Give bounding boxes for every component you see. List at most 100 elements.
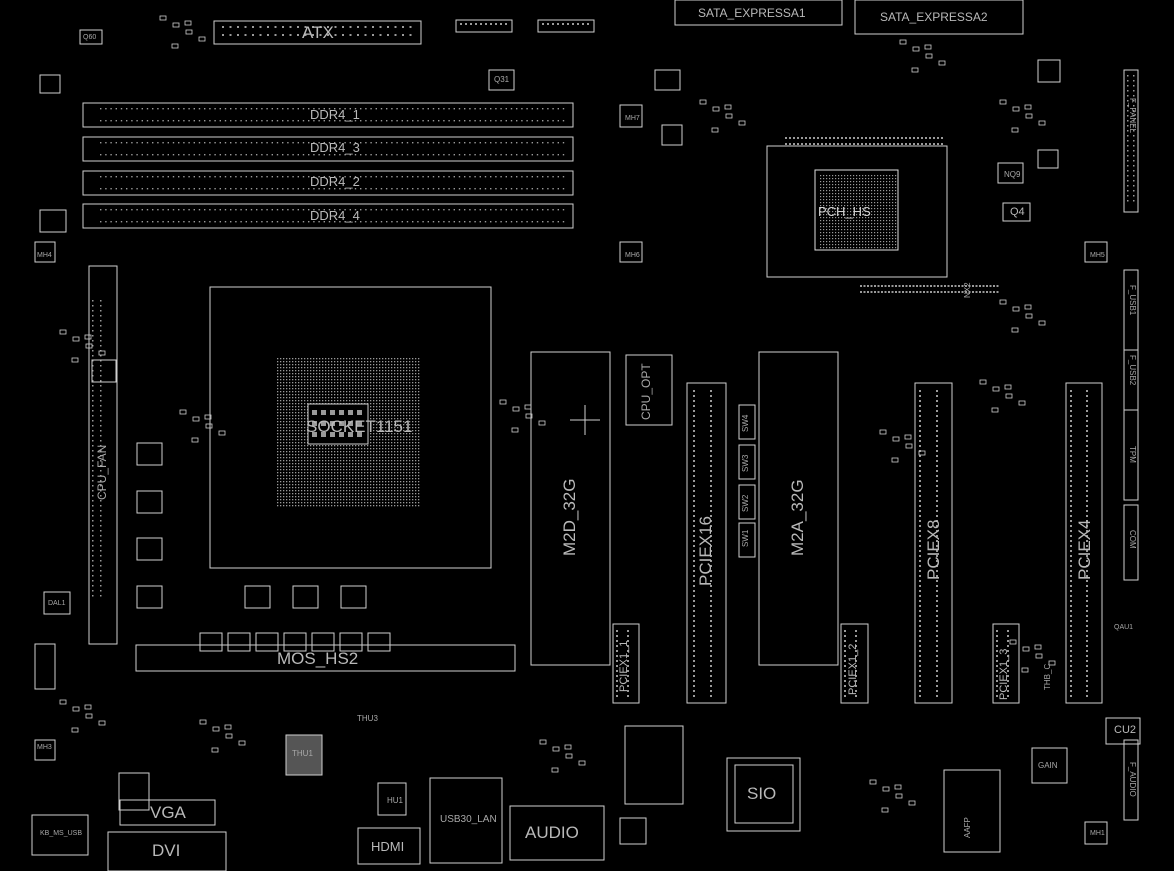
cu2-outline — [1105, 717, 1141, 745]
hu1-label: HU1 — [387, 796, 404, 805]
mos-fet-3 — [283, 632, 307, 652]
tpm-label: TPM — [1128, 446, 1137, 463]
mos-fet-2 — [255, 632, 279, 652]
mos-fet-0 — [199, 632, 223, 652]
passive-12-2 — [895, 793, 903, 799]
passive-4-0 — [59, 329, 67, 335]
aafp-outline — [943, 769, 1001, 853]
mh6-outline — [619, 241, 643, 263]
passive-8-2 — [1025, 313, 1033, 319]
passive-13-3 — [1048, 660, 1056, 666]
passive-6-5 — [524, 404, 532, 410]
pciex8-pins — [919, 390, 938, 697]
pciex16-pins — [693, 390, 712, 697]
passive-9-2 — [85, 713, 93, 719]
passive-1-2 — [725, 113, 733, 119]
pch-label: PCH_HS — [818, 204, 871, 219]
nq9-label: NQ9 — [1004, 170, 1021, 179]
kb-ms-usb-outline — [31, 814, 89, 856]
com-label: COM — [1128, 530, 1137, 549]
passive-10-3 — [238, 740, 246, 746]
cpu-socket-label: SOCKET1151 — [306, 417, 413, 436]
mh7-outline — [619, 104, 643, 128]
mh3-outline — [34, 739, 56, 761]
passive-7-1 — [892, 436, 900, 442]
ddr-slot-pins-3 — [100, 176, 565, 190]
q31-label: Q31 — [494, 75, 510, 84]
pciex8-slot-outline — [914, 382, 953, 704]
passive-3-4 — [1011, 127, 1019, 133]
pch-chip — [814, 169, 899, 251]
passive-0-1 — [172, 22, 180, 28]
vrm-choke-b-2 — [340, 585, 367, 609]
passive-3-2 — [1025, 113, 1033, 119]
passive-5-0 — [179, 409, 187, 415]
mh1-label: MH1 — [1090, 830, 1105, 837]
mos-fet-6 — [367, 632, 391, 652]
com-header — [1123, 504, 1139, 581]
cpu-opt-outline — [625, 354, 673, 426]
mh7-label: MH7 — [625, 115, 640, 122]
mos-heatsink-label: MOS_HS2 — [277, 649, 359, 668]
nq9-outline — [997, 162, 1024, 184]
f-audio-label: F_AUDIO — [1128, 762, 1137, 797]
sata-expressa2-label: SATA_EXPRESSA2 — [880, 10, 988, 24]
passive-2-1 — [912, 46, 920, 52]
diamond-chip — [619, 817, 647, 845]
kb-ms-usb-label: KB_MS_USB — [40, 830, 83, 837]
switch-1 — [738, 404, 756, 440]
tpm-header — [1123, 409, 1139, 501]
passive-12-3 — [908, 800, 916, 806]
mh6-label: MH6 — [625, 252, 640, 259]
passive-10-2 — [225, 733, 233, 739]
mh4-outline — [34, 241, 56, 263]
f-panel-pins — [1127, 75, 1135, 202]
passive-7-3 — [918, 450, 926, 456]
pciex16-slot-outline — [686, 382, 727, 704]
usb-lan-outline — [429, 777, 503, 864]
passive-0-2 — [185, 29, 193, 35]
f-usb1-label: F_USB1 — [1128, 285, 1137, 316]
pch-bottom-passives — [860, 285, 999, 293]
left-rear-box — [118, 772, 150, 811]
top-header-2-pins — [542, 23, 589, 25]
passive-12-4 — [881, 807, 889, 813]
sio-outline — [726, 757, 801, 832]
vrm-choke-3 — [136, 585, 163, 609]
sio-label: SIO — [747, 784, 777, 803]
hdmi-label: HDMI — [371, 839, 405, 854]
ddr4-4-label: DDR4_4 — [310, 208, 360, 223]
vrm-choke-b-0 — [244, 585, 271, 609]
passive-7-2 — [905, 443, 913, 449]
left-box-3 — [91, 359, 117, 383]
left-box-2 — [39, 209, 67, 233]
passive-0-3 — [198, 36, 206, 42]
passive-6-0 — [499, 399, 507, 405]
mh5-label: MH5 — [1090, 252, 1105, 259]
q4-label: Q4 — [1010, 206, 1025, 218]
pciex8-label: PCIEX8 — [924, 519, 943, 580]
hdmi-outline — [357, 827, 421, 865]
thu1-label: THU1 — [292, 749, 313, 758]
switch-2 — [738, 444, 756, 480]
ddr-slot-pins-2 — [100, 142, 565, 156]
passive-14-2 — [1005, 393, 1013, 399]
vrm-choke-b-1 — [292, 585, 319, 609]
passive-2-5 — [924, 44, 932, 50]
passive-4-4 — [71, 357, 79, 363]
aafp-label: AAFP — [963, 817, 972, 838]
passive-13-0 — [1009, 639, 1017, 645]
passive-1-5 — [724, 104, 732, 110]
mos-heatsink-outline — [135, 644, 516, 672]
dvi-label: DVI — [152, 841, 181, 860]
top-header-2 — [537, 19, 595, 33]
f-audio-header — [1123, 739, 1139, 821]
ddr-slot-2 — [82, 136, 574, 162]
sw2-label: SW2 — [741, 494, 750, 512]
passive-12-5 — [894, 784, 902, 790]
pciex1-1-label: PCIEX1_1 — [618, 640, 630, 692]
passive-8-5 — [1024, 304, 1032, 310]
mh5-outline — [1084, 241, 1108, 263]
chip-b — [661, 124, 683, 146]
